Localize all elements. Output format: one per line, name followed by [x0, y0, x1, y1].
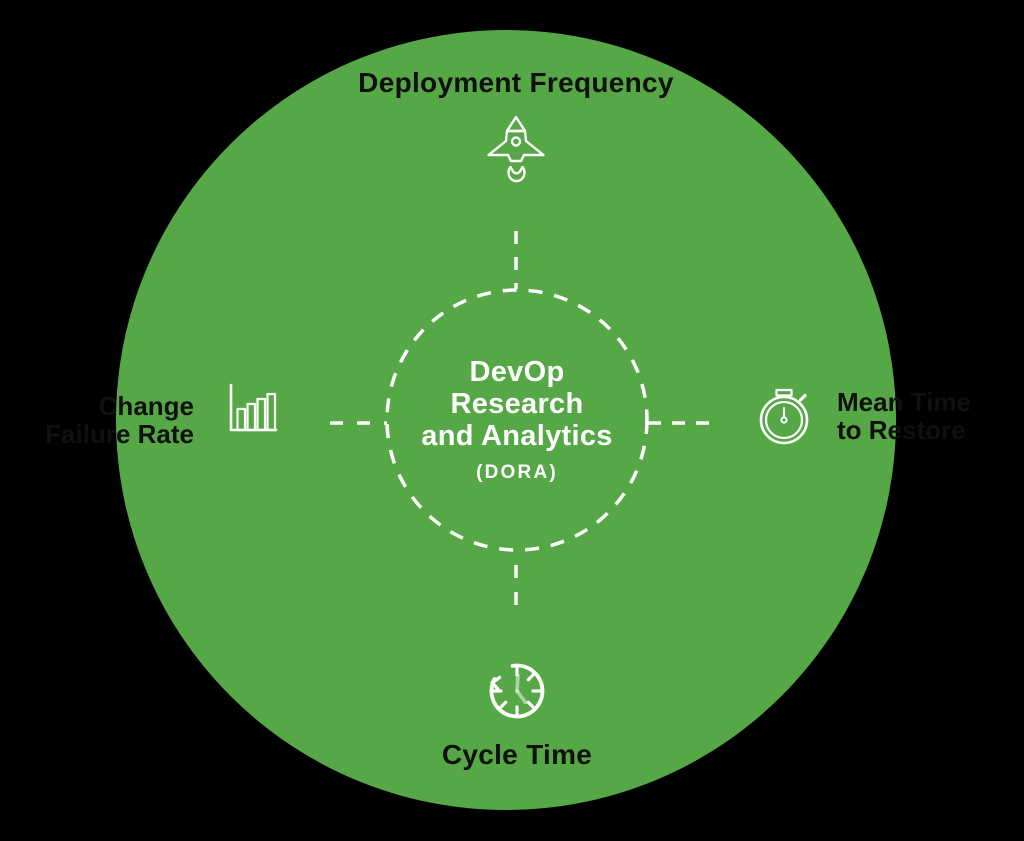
stopwatch-icon [759, 388, 809, 445]
metric-label-change-failure-rate: Change Failure Rate [45, 392, 194, 448]
metric-label-line: to Restore [837, 415, 966, 445]
bar-chart-icon [229, 383, 278, 432]
metric-label-line: Failure Rate [45, 419, 194, 449]
metric-label-deployment-frequency: Deployment Frequency [358, 67, 674, 98]
metric-label-cycle-time: Cycle Time [441, 739, 593, 770]
clock-cycle-icon [489, 663, 545, 719]
center-title-line: DevOp [469, 356, 565, 388]
metric-label-mean-time-to-restore: Mean Time to Restore [837, 388, 971, 444]
center-dashed-circle [385, 288, 649, 552]
center-acronym: (DORA) [476, 462, 558, 483]
metric-label-line: Change [98, 391, 194, 421]
center-title-line: Research [450, 388, 584, 420]
center-title-line: and Analytics [421, 420, 613, 452]
rocket-icon [487, 115, 545, 183]
center-title-block: DevOp Research and Analytics (DORA) [421, 356, 612, 484]
metric-label-line: Mean Time [837, 387, 971, 417]
